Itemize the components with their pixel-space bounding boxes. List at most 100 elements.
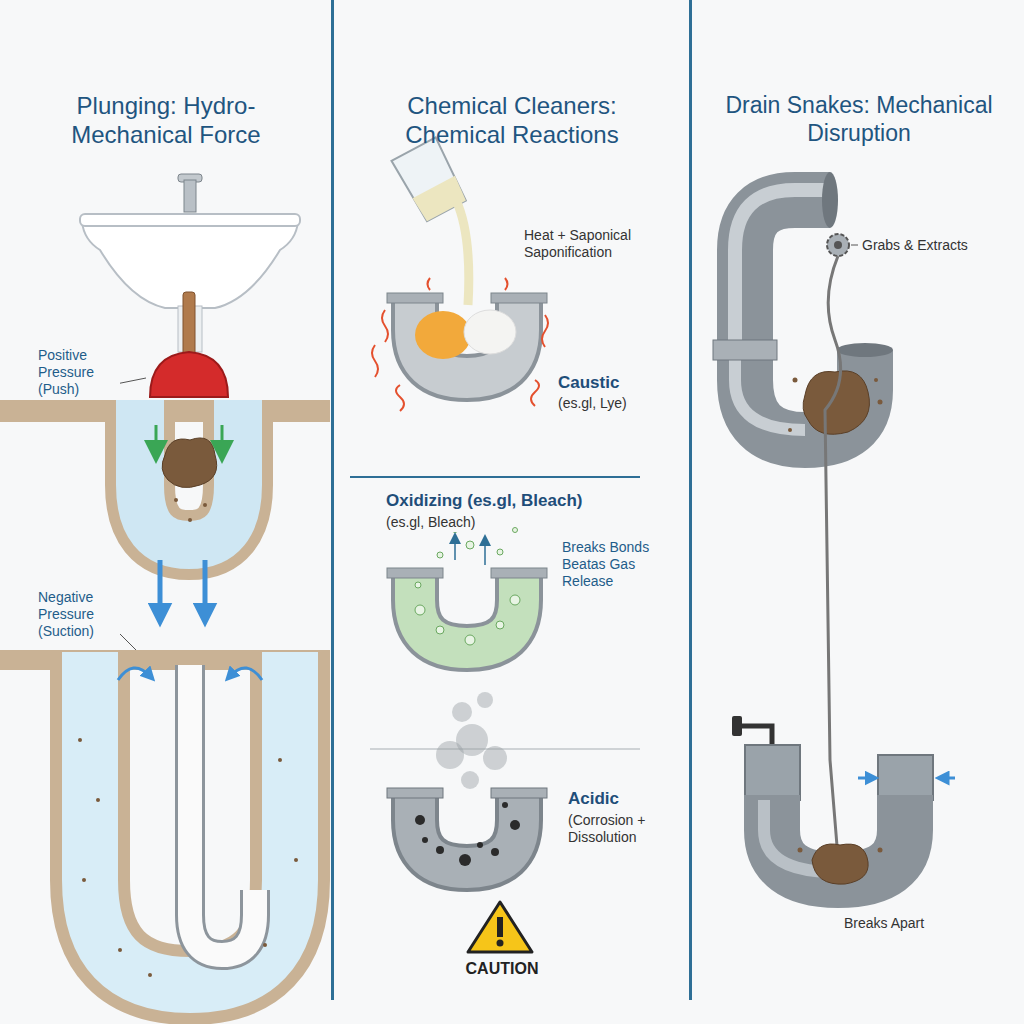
reaction-label: (Corrosion + Dissolution <box>566 811 680 847</box>
sink-part <box>80 214 300 226</box>
upper-trap-part <box>203 560 208 615</box>
elbow-pipe-part <box>745 200 830 360</box>
heading-text: Drain Snakes: Mechanical Disruption <box>711 92 1007 147</box>
acidic-trap-part <box>415 802 520 866</box>
oxidizing-trap-part-part <box>436 626 444 634</box>
caustic-trap-part-part <box>531 380 539 406</box>
plunger <box>150 292 228 397</box>
oxidizing-trap-part-part <box>415 605 425 615</box>
heading-text: Plunging: Hydro-Mechanical Force <box>49 92 284 150</box>
caution-sign-part <box>468 902 532 952</box>
snake-gear <box>827 234 858 256</box>
oxidizing-trap-part <box>415 528 520 646</box>
reaction-label: Breaks Bonds Beatas Gas Release <box>560 538 662 590</box>
acid-fumes-part <box>483 746 507 770</box>
column-divider <box>331 0 692 1000</box>
oxidizing-trap-part <box>415 575 519 648</box>
clog-part <box>878 400 883 405</box>
pressure-label: Negative Pressure (Suction) <box>36 588 120 640</box>
acidic-trap-part-part <box>502 802 508 808</box>
lower-trap-part <box>740 726 772 745</box>
upper-trap-part <box>188 518 192 522</box>
upper-trap-part <box>203 503 207 507</box>
column-heading: Chemical Cleaners: Chemical Reactions <box>342 92 682 150</box>
lower-trap-part <box>732 716 742 736</box>
oxidizing-trap-part <box>415 575 519 648</box>
upper-trap-part <box>174 498 178 502</box>
upper-trap-part <box>221 425 224 452</box>
chemical-type: Oxidizing (es.gl, Bleach) <box>384 490 584 512</box>
acid-fumes <box>436 692 507 789</box>
caution-label: CAUTION <box>450 958 554 979</box>
lower-trap-part <box>278 758 282 762</box>
oxidizing-trap-part-part <box>496 621 504 629</box>
upper-trap-part <box>162 438 217 488</box>
oxidizing-trap-part <box>454 538 456 560</box>
elbow-pipe <box>713 172 893 440</box>
section-divider <box>350 476 640 478</box>
acidic-trap-part-part <box>415 815 425 825</box>
upper-trap-part <box>155 425 158 452</box>
elbow-pipe-part <box>837 343 893 357</box>
clog-part <box>874 378 878 382</box>
clog <box>788 371 883 434</box>
caustic-trap-part-part <box>542 315 548 347</box>
caustic-trap-part <box>415 300 519 378</box>
oxidizing-trap-part-part <box>466 541 474 549</box>
upper-trap-part <box>158 560 163 615</box>
acidic-trap-part-part <box>510 820 520 830</box>
oxidizing-trap-part-part <box>415 582 421 588</box>
chemical-example: (es.gl, Bleach) <box>384 513 477 532</box>
lower-trap-part <box>96 798 100 802</box>
caustic-trap-part-part <box>396 385 404 411</box>
caustic-trap-part-part <box>372 345 378 377</box>
acid-fumes-part <box>477 692 493 708</box>
acid-fumes-part <box>461 771 479 789</box>
pressure-label: Positive Pressure (Push) <box>36 346 120 398</box>
snake-gear-part <box>834 241 842 249</box>
acidic-trap-part <box>491 788 547 798</box>
chemical-type: Acidic <box>566 788 621 810</box>
caution-sign-part <box>497 917 503 937</box>
lower-trap-part <box>190 665 255 955</box>
acid-fumes-part <box>456 724 488 756</box>
acidic-trap-part-part <box>422 837 428 843</box>
oxidizing-trap-part <box>484 540 486 565</box>
acidic-trap-part-part <box>477 842 483 848</box>
lower-trap-part <box>230 668 262 680</box>
elbow-pipe-part <box>822 172 838 228</box>
acidic-trap-part <box>387 788 443 798</box>
oxidizing-trap-part-part <box>437 552 443 558</box>
lower-trap-part <box>858 777 872 780</box>
snake-cable <box>825 256 841 858</box>
action-label: Grabs & Extracts <box>860 236 970 255</box>
lower-trap-part <box>82 878 86 882</box>
leader-line <box>116 378 146 660</box>
oxidizing-trap-part <box>387 568 443 578</box>
lower-trap-part <box>798 848 803 853</box>
oxidizing-trap-part-part <box>497 549 503 555</box>
caustic-trap-part-part <box>382 310 388 342</box>
snake-gear-part <box>827 234 849 256</box>
upper-trap-part <box>140 400 238 545</box>
snake-gear-part <box>851 245 858 246</box>
chemical-type: Caustic <box>556 372 621 394</box>
lower-trap-part <box>90 652 290 985</box>
caustic-trap-part-part <box>505 278 508 290</box>
caustic-trap-part <box>372 278 548 411</box>
caustic-trap-part <box>415 300 519 378</box>
acidic-trap-part-part <box>459 854 471 866</box>
caustic-trap-part <box>491 293 547 303</box>
pour-stream <box>456 200 469 305</box>
lower-trap-part <box>294 858 298 862</box>
column-heading: Drain Snakes: Mechanical Disruption <box>698 92 1020 147</box>
lower-trap-part <box>118 948 122 952</box>
heading-text: Chemical Cleaners: Chemical Reactions <box>380 92 645 150</box>
column-heading: Plunging: Hydro-Mechanical Force <box>8 92 324 150</box>
oxidizing-trap-part-part <box>465 635 475 645</box>
clog-part <box>803 371 869 434</box>
caustic-trap-part <box>464 310 516 354</box>
lower-trap-part <box>745 745 800 800</box>
plunger-part <box>150 352 228 397</box>
